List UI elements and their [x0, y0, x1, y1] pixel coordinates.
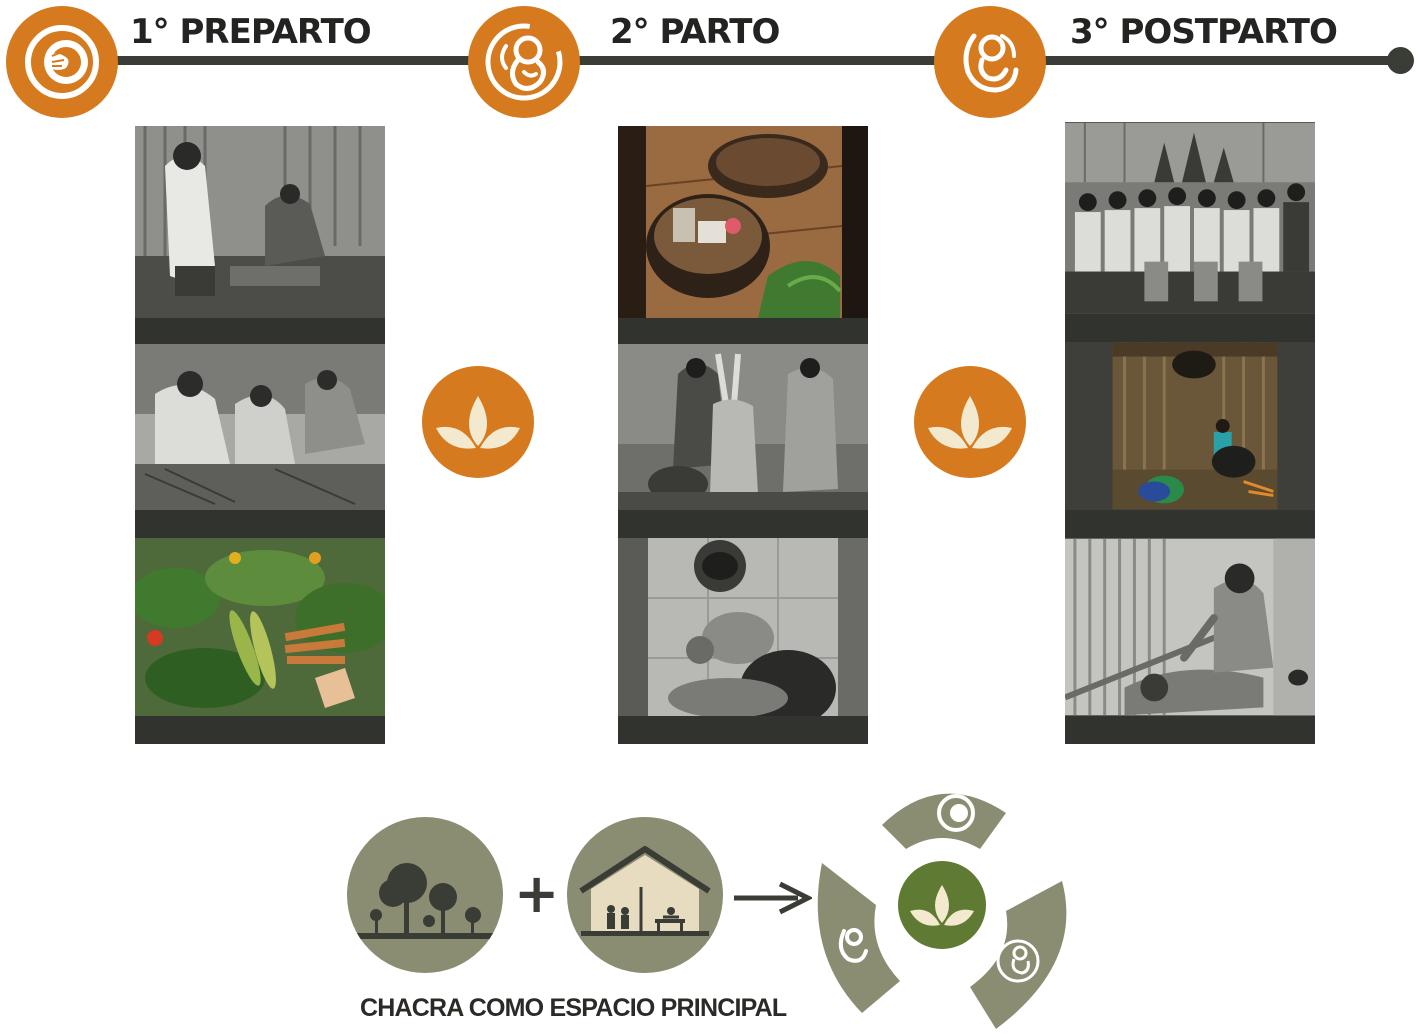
arrow-icon — [732, 880, 814, 916]
photo-caption-bar — [1065, 314, 1315, 342]
harvested-plants-on-leaves-photo — [135, 538, 385, 716]
leaf-sprout-icon — [914, 366, 1026, 478]
photo-column-postparto — [1065, 122, 1315, 744]
photo-caption-bar — [1065, 716, 1315, 744]
women-preparing-herbs-photo — [135, 344, 385, 510]
bamboo-hut-interior-photo — [135, 126, 385, 318]
house-hearth-interior-photo — [1065, 342, 1315, 510]
chacra-label: CHACRA COMO ESPACIO PRINCIPAL — [360, 994, 787, 1022]
photo-caption-bar — [135, 716, 385, 744]
cycle-diagram-icon — [810, 773, 1074, 1031]
stage-title-preparto: 1° PREPARTO — [130, 12, 372, 52]
gourd-bowls-with-remedies-photo — [618, 126, 868, 318]
mother-baby-icon — [934, 6, 1046, 118]
photo-caption-bar — [618, 716, 868, 744]
women-assisting-birth-photo — [618, 344, 868, 510]
photo-column-parto — [618, 126, 868, 744]
newborn-overhead-photo — [618, 538, 868, 716]
community-group-photo — [1065, 122, 1315, 314]
photo-caption-bar — [135, 510, 385, 538]
photo-caption-bar — [618, 318, 868, 344]
plus-sign: + — [514, 862, 560, 925]
chacra-trees-icon — [347, 817, 503, 973]
fetus-icon — [468, 6, 580, 118]
photo-caption-bar — [135, 318, 385, 344]
leaf-sprout-icon — [422, 366, 534, 478]
hand-womb-icon — [6, 6, 118, 118]
photo-caption-bar — [618, 510, 868, 538]
timeline-line — [60, 56, 1400, 65]
photo-caption-bar — [1065, 510, 1315, 538]
stage-title-postparto: 3° POSTPARTO — [1070, 12, 1338, 52]
house-icon — [567, 817, 723, 973]
photo-column-preparto — [135, 126, 385, 744]
stage-title-parto: 2° PARTO — [610, 12, 780, 52]
timeline-end-dot — [1387, 47, 1414, 74]
postpartum-massage-photo — [1065, 538, 1315, 716]
